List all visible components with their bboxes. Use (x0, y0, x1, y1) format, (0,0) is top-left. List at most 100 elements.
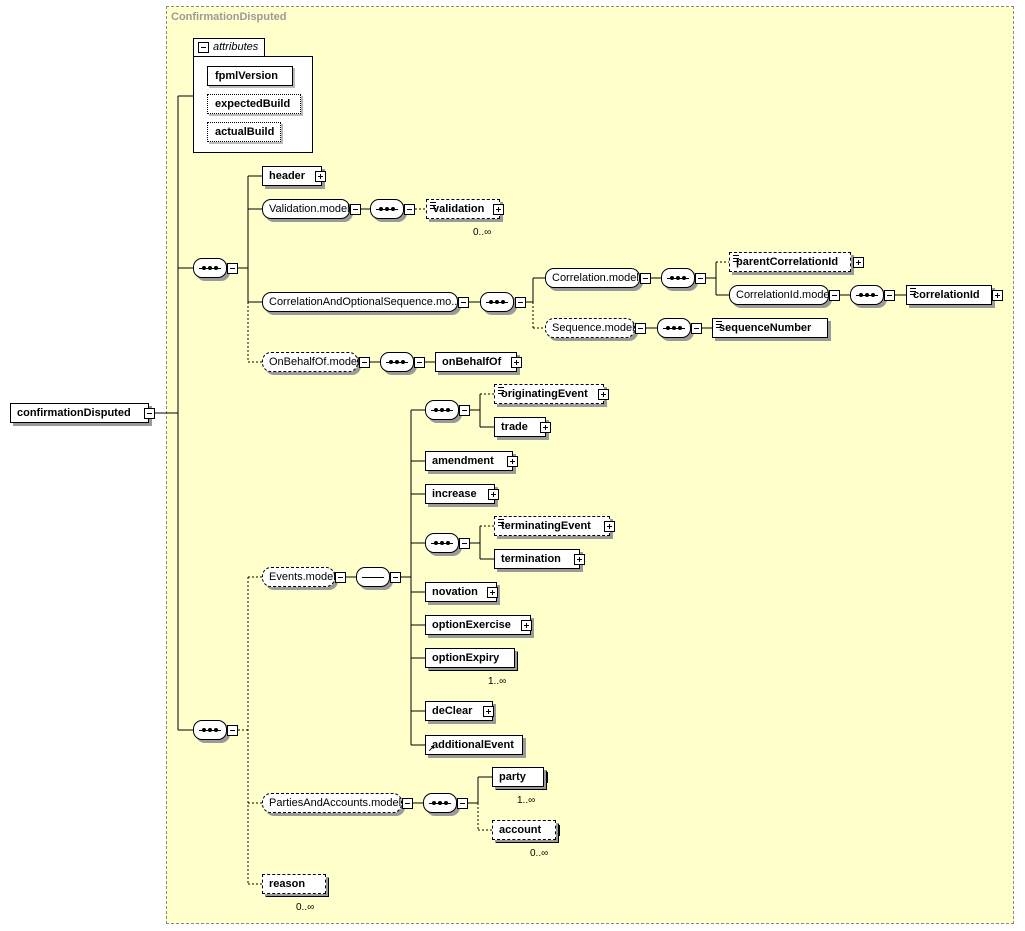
expand-toggle[interactable] (493, 204, 504, 215)
attributes-label: attributes (213, 41, 259, 53)
collapse-toggle[interactable] (635, 323, 646, 334)
schema-frame (166, 6, 1014, 924)
collapse-toggle[interactable] (695, 273, 706, 284)
group-label: PartiesAndAccounts.model (269, 797, 402, 809)
collapse-toggle[interactable] (515, 297, 526, 308)
element-label: deClear (432, 705, 473, 717)
expand-toggle[interactable] (483, 706, 494, 717)
element-label: trade (501, 421, 528, 433)
cardinality: 1..∞ (488, 676, 507, 687)
expand-toggle[interactable] (521, 620, 532, 631)
collapse-toggle[interactable] (402, 798, 413, 809)
element-label: correlationId (913, 289, 980, 301)
sequence-compositor (380, 352, 414, 372)
attribute-label: fpmlVersion (215, 70, 278, 82)
sequence-compositor (370, 199, 404, 219)
expand-toggle[interactable] (598, 389, 609, 400)
cardinality: 0..∞ (296, 902, 315, 913)
element-additional-event[interactable]: ↗additionalEvent (425, 735, 523, 755)
group-parties-accounts-model[interactable]: PartiesAndAccounts.model (262, 793, 402, 813)
element-parent-correlation-id[interactable]: parentCorrelationId (729, 252, 851, 272)
element-novation[interactable]: novation (425, 582, 497, 602)
documentation-icon (498, 387, 504, 394)
sequence-compositor (425, 533, 459, 553)
collapse-toggle[interactable] (227, 263, 238, 274)
collapse-toggle[interactable] (335, 572, 346, 583)
collapse-toggle[interactable] (414, 357, 425, 368)
group-correlation-optional-sequence[interactable]: CorrelationAndOptionalSequence.mo... (262, 292, 461, 312)
collapse-toggle[interactable] (350, 204, 361, 215)
element-label: terminatingEvent (501, 520, 591, 532)
expand-toggle[interactable] (507, 456, 518, 467)
group-events-model[interactable]: Events.model (262, 567, 336, 587)
expand-toggle[interactable] (853, 257, 864, 268)
expand-toggle[interactable] (511, 357, 522, 368)
expand-toggle[interactable] (487, 587, 498, 598)
element-terminating-event[interactable]: terminatingEvent (494, 516, 610, 536)
collapse-toggle[interactable] (359, 357, 370, 368)
element-termination[interactable]: termination (494, 549, 580, 569)
element-label: validation (433, 203, 485, 215)
attributes-tab[interactable]: attributes (193, 38, 265, 57)
collapse-toggle[interactable] (640, 273, 651, 284)
expand-toggle[interactable] (488, 489, 499, 500)
element-option-exercise[interactable]: optionExercise (425, 615, 531, 635)
element-amendment[interactable]: amendment (425, 451, 513, 471)
collapse-toggle[interactable] (404, 204, 415, 215)
element-label: reason (269, 878, 306, 890)
element-option-expiry[interactable]: optionExpiry (425, 648, 518, 671)
element-originating-event[interactable]: originatingEvent (494, 384, 604, 404)
group-label: CorrelationAndOptionalSequence.mo... (269, 296, 461, 308)
sequence-compositor (480, 292, 514, 312)
documentation-icon (430, 202, 436, 209)
collapse-toggle[interactable] (458, 297, 469, 308)
collapse-toggle[interactable] (457, 798, 468, 809)
root-element[interactable]: confirmationDisputed (10, 403, 149, 423)
collapse-toggle[interactable] (459, 405, 470, 416)
element-label: originatingEvent (501, 388, 588, 400)
element-increase[interactable]: increase (425, 484, 495, 504)
group-on-behalf-of-model[interactable]: OnBehalfOf.model (262, 352, 360, 372)
cardinality: 0..∞ (473, 227, 492, 238)
group-sequence-model[interactable]: Sequence.model (545, 318, 635, 338)
documentation-icon (498, 519, 504, 526)
collapse-toggle-attributes[interactable] (198, 42, 209, 53)
element-party[interactable]: party (492, 767, 547, 790)
collapse-toggle[interactable] (459, 538, 470, 549)
expand-toggle[interactable] (992, 290, 1003, 301)
element-account[interactable]: account (492, 820, 559, 843)
collapse-toggle[interactable] (691, 323, 702, 334)
collapse-toggle-root[interactable] (144, 408, 155, 419)
element-on-behalf-of[interactable]: onBehalfOf (435, 352, 517, 372)
collapse-toggle[interactable] (884, 290, 895, 301)
documentation-icon (733, 255, 739, 262)
element-reason[interactable]: reason (262, 874, 329, 897)
collapse-toggle[interactable] (829, 290, 840, 301)
element-header[interactable]: header (262, 166, 322, 186)
group-correlation-model[interactable]: Correlation.model (545, 268, 640, 288)
group-validation-model[interactable]: Validation.model (262, 199, 350, 219)
sequence-compositor (657, 318, 691, 338)
sequence-compositor (193, 258, 227, 278)
expand-toggle[interactable] (604, 521, 615, 532)
element-trade[interactable]: trade (494, 417, 546, 437)
expand-toggle[interactable] (315, 171, 326, 182)
cardinality: 0..∞ (530, 848, 549, 859)
sequence-compositor (661, 268, 695, 288)
expand-toggle[interactable] (540, 422, 551, 433)
collapse-toggle[interactable] (390, 572, 401, 583)
element-label: parentCorrelationId (736, 256, 839, 268)
group-label: Sequence.model (552, 322, 635, 334)
attribute-fpmlversion[interactable]: fpmlVersion (207, 66, 293, 86)
attribute-actualbuild[interactable]: actualBuild (207, 122, 281, 142)
element-sequence-number[interactable]: sequenceNumber (712, 318, 828, 338)
element-validation[interactable]: validation (426, 199, 500, 219)
group-correlation-id-model[interactable]: CorrelationId.model (729, 285, 832, 305)
element-correlation-id[interactable]: correlationId (906, 285, 992, 305)
expand-toggle[interactable] (574, 554, 585, 565)
reference-arrow-icon: ↗ (428, 744, 435, 753)
collapse-toggle[interactable] (227, 725, 238, 736)
element-label: optionExpiry (432, 652, 500, 664)
attribute-expectedbuild[interactable]: expectedBuild (207, 94, 301, 114)
